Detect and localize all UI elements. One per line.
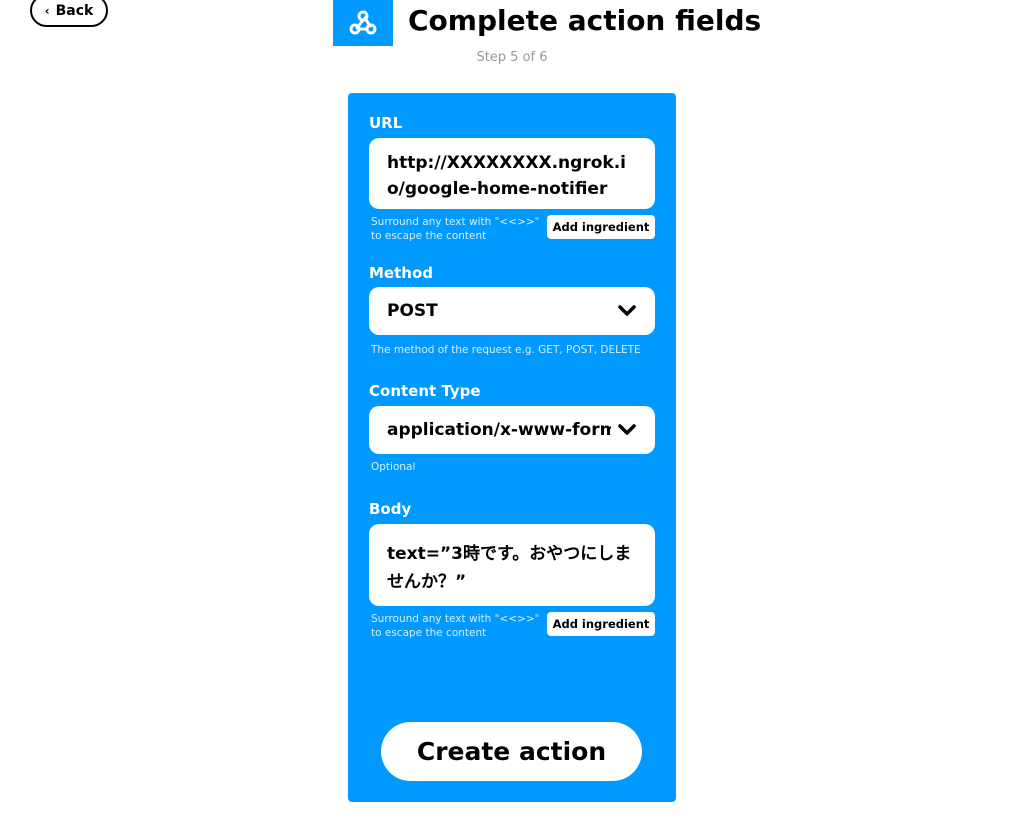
content-type-label: Content Type	[369, 382, 481, 400]
chevron-left-icon: ‹	[44, 3, 50, 18]
body-helper-text: Surround any text with "<<>>" to escape …	[371, 613, 540, 639]
webhooks-icon	[333, 0, 393, 46]
body-field[interactable]: text=”3時です。おやつにしませんか？”	[369, 524, 655, 606]
body-add-ingredient-button[interactable]: Add ingredient	[547, 612, 655, 636]
method-label: Method	[369, 264, 433, 282]
chevron-down-icon	[618, 305, 636, 316]
method-select[interactable]: POST	[369, 287, 655, 335]
create-action-button[interactable]: Create action	[381, 722, 642, 781]
url-helper-text: Surround any text with "<<>>" to escape …	[371, 216, 540, 242]
content-type-value: application/x-www-form-ur	[387, 420, 611, 440]
body-label: Body	[369, 500, 412, 518]
back-label: Back	[55, 2, 94, 19]
method-value: POST	[387, 301, 438, 321]
method-helper-text: The method of the request e.g. GET, POST…	[371, 344, 641, 356]
url-label: URL	[369, 114, 403, 132]
url-field[interactable]: http://XXXXXXXX.ngrok.io/google-home-not…	[369, 138, 655, 209]
content-type-helper-text: Optional	[371, 461, 416, 473]
step-indicator: Step 5 of 6	[476, 50, 548, 65]
back-button[interactable]: ‹ Back	[30, 0, 108, 27]
page-title: Complete action fields	[408, 4, 762, 37]
action-fields-panel: URL http://XXXXXXXX.ngrok.io/google-home…	[348, 93, 676, 802]
chevron-down-icon	[618, 424, 636, 435]
content-type-select[interactable]: application/x-www-form-ur	[369, 406, 655, 454]
url-add-ingredient-button[interactable]: Add ingredient	[547, 215, 655, 239]
